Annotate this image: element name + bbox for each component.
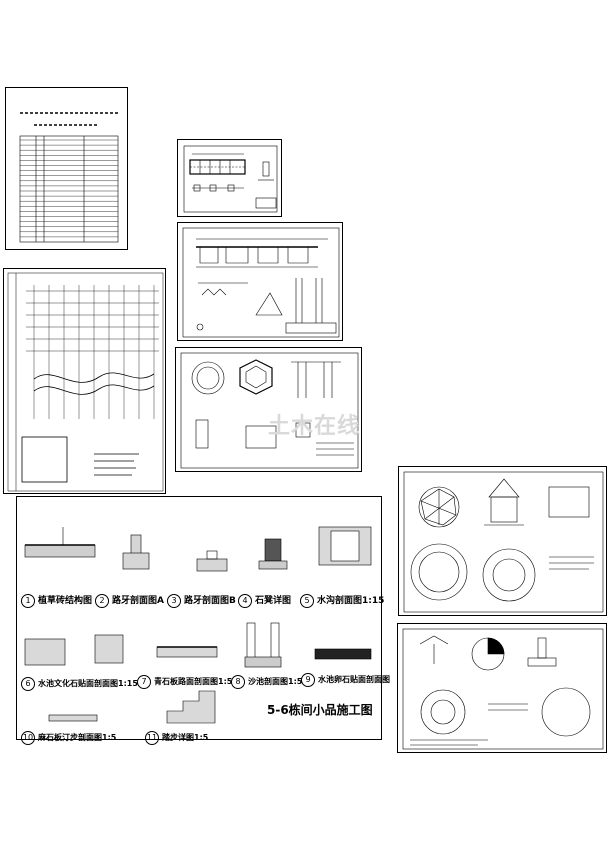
circle-details-drawing [402,628,604,750]
sheet-circle-details [397,623,607,753]
sheet-site-plan [3,268,166,494]
sheet-gazebo [398,466,607,616]
site-plan-drawing [7,272,164,492]
sheet-elevation [177,222,343,341]
hexagon-details-drawing [180,352,359,469]
watermark: 土木在线 [268,414,361,439]
sheet-drawing-index [5,87,128,250]
elevation-drawing [182,227,340,338]
sheet-hexagon-details [175,347,362,472]
sheet-title: 5-6栋间小品施工图 [267,703,373,717]
gazebo-drawing [403,471,604,613]
sheet-small-plan [177,139,282,217]
small-plan-drawing [183,145,278,213]
features-drawing [24,526,372,724]
index-table-drawing [19,112,119,243]
